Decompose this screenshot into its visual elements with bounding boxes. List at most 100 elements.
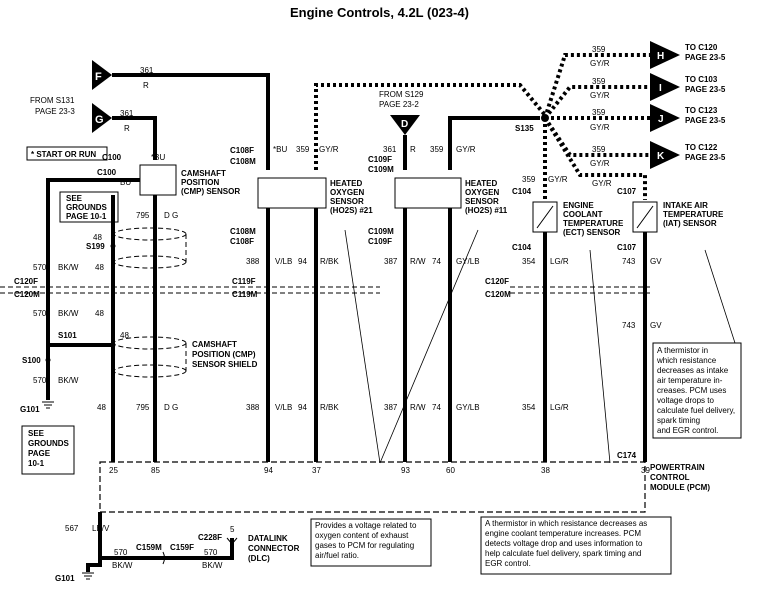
ground-g101-icon	[42, 401, 54, 409]
wire-color-bkw-e: BK/W	[202, 561, 223, 570]
dlc-label-2: CONNECTOR	[248, 544, 300, 553]
wire-color-dg-b: D G	[164, 403, 178, 412]
ho2s21-box	[257, 177, 327, 209]
ho2s-note-box	[310, 518, 432, 567]
wire-label-74-a: 74	[432, 257, 441, 266]
shield2-sides	[113, 343, 187, 371]
wire-label-570-b: 570	[33, 309, 47, 318]
wire-359-ho2s21	[314, 83, 547, 170]
ho2s11-box	[394, 177, 462, 209]
connector-c119m: C119M	[232, 290, 258, 299]
connector-c159f: C159F	[170, 543, 194, 552]
iat-note-box	[652, 342, 742, 439]
ho2s11-label-1: HEATED	[465, 179, 498, 188]
wire-label-48-c: 48	[95, 309, 104, 318]
wire-label-359-h: 359	[592, 45, 606, 54]
wire-label-570-c: 570	[33, 376, 47, 385]
wire-color-gyr-j: GY/R	[590, 123, 610, 132]
wire-color-r-a: R	[143, 81, 149, 90]
iat-note-line-9: and EGR control.	[657, 426, 718, 435]
iat-note-line-6: voltage drops to	[657, 396, 714, 405]
pcm-pin-94: 94	[264, 466, 273, 475]
wire-label-570-a: 570	[33, 263, 47, 272]
wire-color-bkw-b: BK/W	[58, 309, 79, 318]
ho2s21-label-4: (HO2S) #21	[330, 206, 373, 215]
wire-color-bkw-d: BK/W	[112, 561, 133, 570]
pcm-pin-85: 85	[151, 466, 160, 475]
ho2s11-label-3: SENSOR	[465, 197, 499, 206]
wire-label-48-b: 48	[95, 263, 104, 272]
wire-color-rw-b: R/W	[410, 403, 426, 412]
shield-ellipse-top	[113, 227, 187, 241]
ho2s-note-leader-2	[379, 229, 479, 464]
pcm-label-1: POWERTRAIN	[650, 463, 705, 472]
bu-c100-left: BU	[120, 178, 131, 187]
iat-note-line-7: calculate fuel delivery,	[657, 406, 735, 415]
ground-g101-a: G101	[20, 405, 40, 414]
wire-color-gylb-b: GY/LB	[456, 403, 480, 412]
ho2s-note-line-3: gases to PCM for regulating	[315, 541, 414, 550]
wire-361-f	[112, 73, 270, 170]
connector-g: G	[92, 103, 112, 133]
wire-label-743-a: 743	[622, 257, 636, 266]
wire-color-r-b: R	[124, 124, 130, 133]
to-c120-line1: TO C120	[685, 43, 718, 52]
pcm-pin-25: 25	[109, 466, 118, 475]
see-grounds-1-line2: GROUNDS	[66, 203, 108, 212]
pcm-pin-60: 60	[446, 466, 455, 475]
connector-k-label: K	[657, 151, 665, 162]
connector-c174: C174	[617, 451, 637, 460]
pcm-label-3: MODULE (PCM)	[650, 483, 710, 492]
wire-label-361-b: 361	[120, 109, 134, 118]
cmp-sensor-box	[139, 164, 177, 196]
connector-c108m-bottom: C108M	[230, 227, 256, 236]
page-title: Engine Controls, 4.2L (023-4)	[290, 5, 469, 20]
see-grounds-1-line3: PAGE 10-1	[66, 212, 107, 221]
connector-h-label: H	[657, 51, 664, 62]
pcm-label-2: CONTROL	[650, 473, 690, 482]
wire-color-gyr-h: GY/R	[590, 59, 610, 68]
to-c122-line1: TO C122	[685, 143, 718, 152]
iat-note-leader	[704, 249, 736, 344]
wire-color-gyr-k: GY/R	[590, 159, 610, 168]
wire-label-359-j: 359	[592, 108, 606, 117]
wire-color-dg-a: D G	[164, 211, 178, 220]
see-grounds-2-line2: GROUNDS	[28, 439, 70, 448]
connector-h-arrow-icon	[650, 41, 680, 69]
wire-label-795-b: 795	[136, 403, 150, 412]
connector-c107-top: C107	[617, 187, 637, 196]
ground-g101-b: G101	[55, 574, 75, 583]
pcm-box	[99, 461, 646, 513]
to-c122-line2: PAGE 23-5	[685, 153, 726, 162]
wire-359-iat	[543, 116, 647, 200]
iat-note-line-2: which resistance	[656, 356, 717, 365]
from-s129-line1: FROM S129	[379, 90, 424, 99]
wire-color-r-c: R	[410, 145, 416, 154]
connector-c109f-bottom: C109F	[368, 237, 392, 246]
connector-d-label: D	[401, 119, 408, 130]
ect-label-1: ENGINE	[563, 201, 594, 210]
wire-label-387-b: 387	[384, 403, 398, 412]
connector-c109f-top: C109F	[368, 155, 392, 164]
ect-note-line-2: engine coolant temperature increases. PC…	[485, 529, 641, 538]
see-grounds-2-line4: 10-1	[28, 459, 45, 468]
to-c123-line2: PAGE 23-5	[685, 116, 726, 125]
pcm-pin-37: 37	[312, 466, 321, 475]
splice-s199-dot	[110, 243, 116, 249]
wire-label-570-d: 570	[114, 548, 128, 557]
wire-359-i	[543, 85, 650, 120]
wire-label-743-b: 743	[622, 321, 636, 330]
iat-note-line-4: air temperature in-	[657, 376, 723, 385]
ect-label-3: TEMPERATURE	[563, 219, 624, 228]
wire-color-rw-a: R/W	[410, 257, 426, 266]
wire-color-rbk-b: R/BK	[320, 403, 339, 412]
connector-k-arrow-icon	[650, 141, 680, 169]
wire-color-gyr-ect: GY/R	[548, 175, 568, 184]
ect-label-4: (ECT) SENSOR	[563, 228, 621, 237]
connector-g-label: G	[95, 114, 104, 126]
wire-color-gyr-b: GY/R	[456, 145, 476, 154]
connector-c108f-bottom: C108F	[230, 237, 254, 246]
connector-c104-bottom: C104	[512, 243, 532, 252]
dlc-pin-arrow-icon	[226, 537, 238, 545]
